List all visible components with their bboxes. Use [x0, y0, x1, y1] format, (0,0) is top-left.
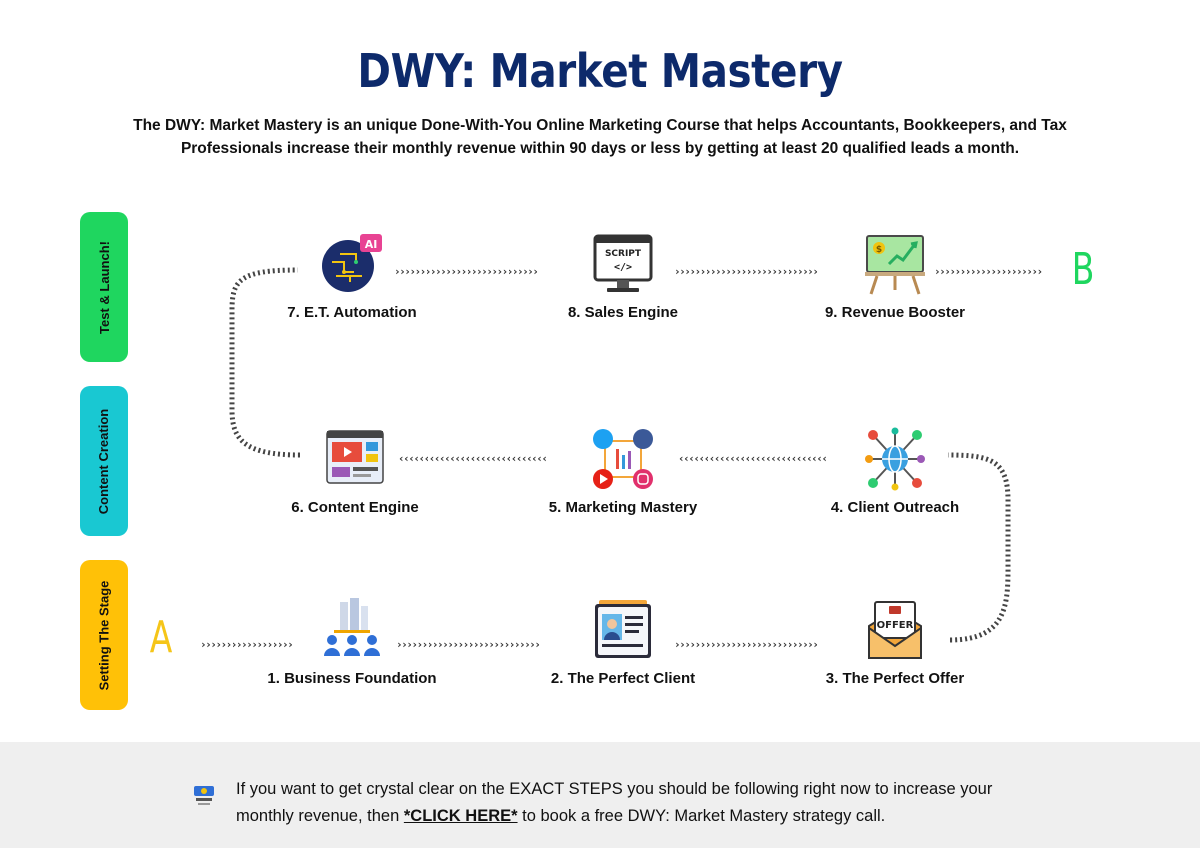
svg-text:$: $	[876, 245, 882, 255]
step-label: 9. Revenue Booster	[824, 304, 966, 321]
connector-right	[947, 452, 1011, 643]
svg-text:OFFER: OFFER	[877, 620, 914, 631]
video-content-icon	[326, 430, 384, 484]
step-label: 8. Sales Engine	[567, 304, 679, 321]
svg-text:AI: AI	[365, 238, 378, 251]
step-label: 1. Business Foundation	[267, 670, 437, 687]
start-point-letter: A	[149, 612, 173, 663]
step-label: 4. Client Outreach	[830, 499, 960, 516]
step-label: 7. E.T. Automation	[287, 304, 417, 321]
step-perfect-client[interactable]: 2. The Perfect Client	[523, 598, 723, 687]
step-label: 2. The Perfect Client	[550, 670, 696, 687]
svg-text:</>: </>	[614, 262, 632, 273]
arrow-row2-b: ‹‹‹‹‹‹‹‹‹‹‹‹‹‹‹‹‹‹‹‹‹‹‹‹‹‹‹‹‹	[678, 452, 828, 465]
arrow-row3-c: ››››››››››››››››››››››››››››	[674, 638, 819, 651]
revenue-chart-icon: $	[865, 235, 925, 295]
stage-tab-test-launch: Test & Launch!	[80, 212, 128, 362]
step-marketing-mastery[interactable]: 5. Marketing Mastery	[523, 427, 723, 516]
arrow-row1-a: ››››››››››››››››››››››››››››	[394, 265, 539, 278]
arrow-row1-b: ››››››››››››››››››››››››››››	[674, 265, 819, 278]
end-point-letter: B	[1071, 244, 1095, 295]
footer-bar: If you want to get crystal clear on the …	[0, 742, 1200, 848]
connector-left	[229, 267, 301, 458]
brand-logo-icon	[194, 786, 214, 805]
arrow-row3-a: ››››››››››››››››››	[200, 638, 294, 651]
arrow-row1-c: ›››››››››››››››››››››	[934, 265, 1043, 278]
step-label: 3. The Perfect Offer	[825, 670, 965, 687]
step-revenue-booster[interactable]: $ 9. Revenue Booster	[795, 232, 995, 321]
page-title: DWY: Market Mastery	[357, 44, 843, 98]
step-perfect-offer[interactable]: OFFER 3. The Perfect Offer	[795, 598, 995, 687]
step-client-outreach[interactable]: 4. Client Outreach	[795, 427, 995, 516]
client-profile-icon	[595, 600, 651, 658]
step-label: 5. Marketing Mastery	[548, 499, 698, 516]
network-globe-icon	[865, 427, 925, 491]
social-media-icon	[593, 429, 653, 489]
script-monitor-icon: SCRIPT </>	[593, 234, 653, 292]
ai-brain-icon: AI	[322, 234, 382, 292]
svg-text:SCRIPT: SCRIPT	[605, 249, 642, 259]
step-content-engine[interactable]: 6. Content Engine	[255, 427, 455, 516]
step-business-foundation[interactable]: 1. Business Foundation	[252, 598, 452, 687]
stage-tab-content-creation: Content Creation	[80, 386, 128, 536]
arrow-row2-a: ‹‹‹‹‹‹‹‹‹‹‹‹‹‹‹‹‹‹‹‹‹‹‹‹‹‹‹‹‹	[398, 452, 548, 465]
offer-envelope-icon: OFFER	[868, 601, 922, 659]
page-subtitle: The DWY: Market Mastery is an unique Don…	[133, 117, 1067, 157]
arrow-row3-b: ››››››››››››››››››››››››››››	[396, 638, 541, 651]
step-et-automation[interactable]: AI 7. E.T. Automation	[252, 232, 452, 321]
footer-cta-text: If you want to get crystal clear on the …	[236, 780, 993, 825]
click-here-link[interactable]: *CLICK HERE*	[403, 807, 518, 825]
step-label: 6. Content Engine	[291, 499, 419, 516]
step-sales-engine[interactable]: SCRIPT </> 8. Sales Engine	[523, 232, 723, 321]
business-building-icon	[324, 598, 380, 656]
stage-tab-setting-stage: Setting The Stage	[80, 560, 128, 710]
